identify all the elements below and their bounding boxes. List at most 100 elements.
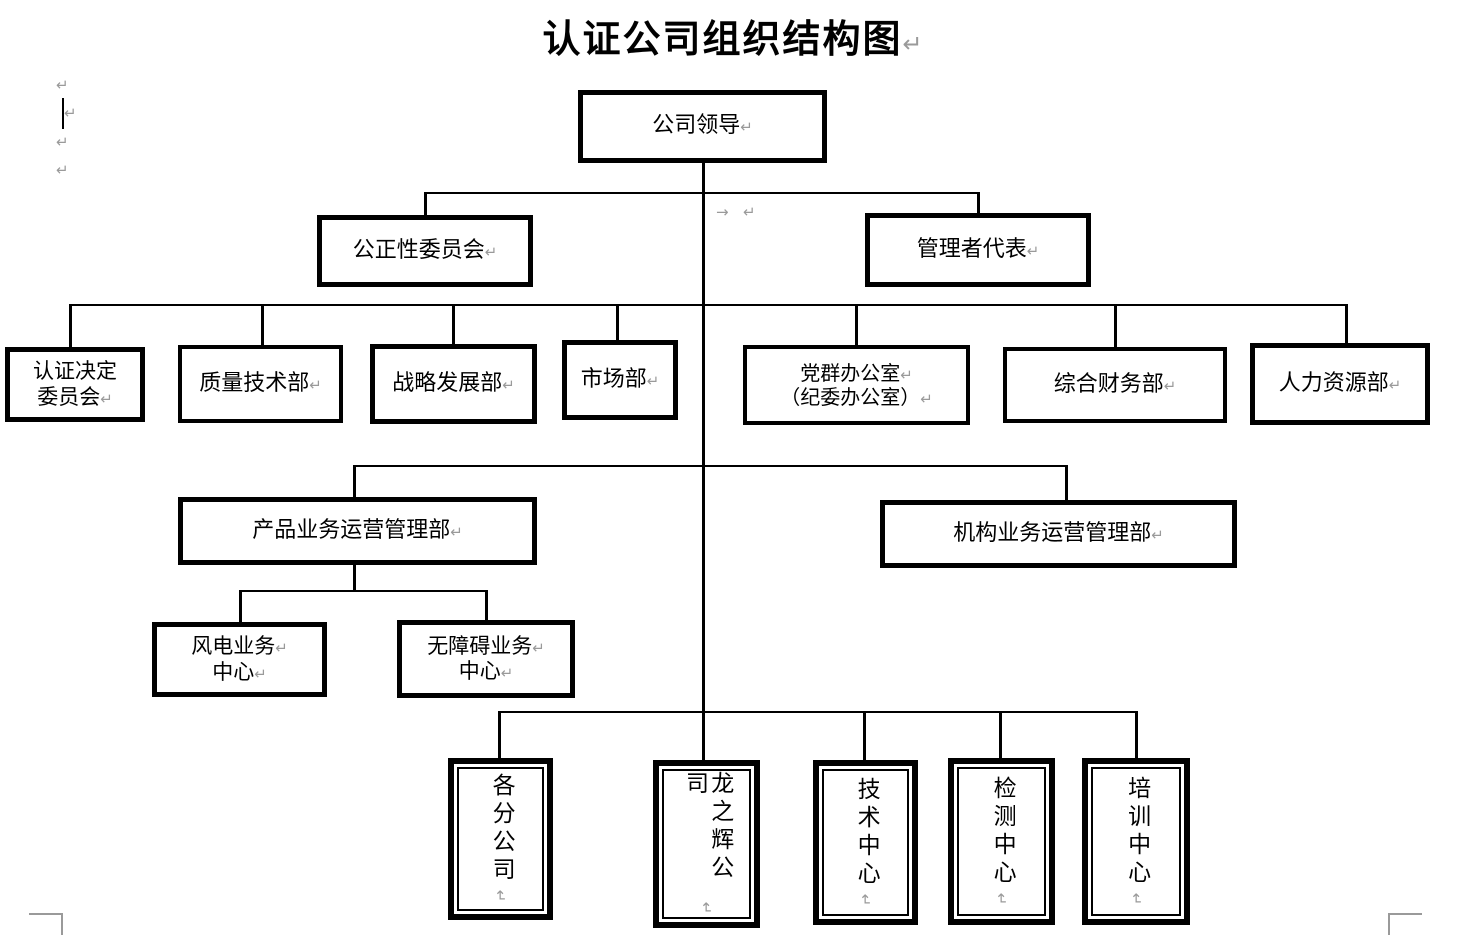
pilcrow-mark: ↵ (1126, 892, 1145, 905)
pilcrow-mark: ↵ (56, 161, 69, 179)
box-label: 检测中心 (989, 775, 1016, 888)
org-box-strategy-development-dept[interactable]: 战略发展部↵ (370, 344, 537, 424)
org-box-marketing-dept[interactable]: 市场部↵ (562, 340, 678, 420)
inner-frame: 各分公司 ↵ (457, 767, 544, 911)
margin-corner-mark (1388, 913, 1390, 935)
connector-stub (1135, 711, 1138, 758)
connector-stub (424, 192, 427, 215)
org-box-company-leadership[interactable]: 公司领导↵ (578, 90, 827, 163)
connector-stub (1065, 465, 1068, 500)
pilcrow-mark: ↵ (920, 390, 933, 408)
page-title: 认证公司组织结构图↵ (0, 8, 1465, 63)
box-label: 培训中心 (1123, 775, 1150, 888)
pilcrow-mark: ↵ (743, 203, 756, 221)
inner-frame: 技术中心 ↵ (822, 769, 909, 916)
connector-stub (498, 711, 501, 758)
tab-mark: → (716, 203, 729, 221)
box-label: 认证决定 (33, 359, 117, 384)
connector-level4-horizontal (354, 465, 1068, 467)
pilcrow-mark: ↵ (254, 664, 267, 683)
org-box-accessibility-center[interactable]: 无障碍业务↵ 中心↵ (397, 620, 575, 698)
org-box-wind-power-center[interactable]: 风电业务↵ 中心↵ (152, 622, 327, 697)
connector-stub (353, 565, 356, 592)
connector-stub (999, 711, 1002, 758)
pilcrow-mark: ↵ (697, 901, 716, 915)
pilcrow-mark: ↵ (275, 639, 288, 658)
org-box-branch-companies[interactable]: 各分公司 ↵ (448, 758, 553, 920)
box-label: （纪委办公室） (780, 385, 921, 409)
box-label: 各分公司 (488, 773, 515, 885)
pilcrow-mark: ↵ (1163, 376, 1177, 395)
connector-stub (239, 590, 242, 622)
connector-stub (616, 304, 619, 340)
pilcrow-mark: ↵ (500, 664, 514, 682)
box-label: 中心 (458, 659, 501, 683)
org-box-management-representative[interactable]: 管理者代表↵ (865, 213, 1091, 287)
pilcrow-mark: ↵ (902, 30, 923, 58)
connector-stub (485, 590, 488, 620)
page-title-text: 认证公司组织结构图 (542, 16, 903, 61)
pilcrow-mark: ↵ (992, 892, 1011, 905)
pilcrow-mark: ↵ (1388, 375, 1402, 394)
margin-corner-mark (29, 913, 63, 915)
connector-stub (1114, 304, 1117, 347)
connector-stub (69, 304, 72, 347)
box-label: 管理者代表 (916, 236, 1027, 262)
box-label: 龙之辉公司 (681, 771, 733, 883)
box-label: 机构业务运营管理部 (953, 520, 1152, 546)
text-cursor (62, 98, 64, 129)
box-label: 中心 (212, 659, 255, 684)
box-label: 风电业务 (191, 634, 276, 659)
org-box-product-business-ops-dept[interactable]: 产品业务运营管理部↵ (178, 497, 537, 565)
pilcrow-mark: ↵ (450, 522, 463, 541)
org-box-general-finance-dept[interactable]: 综合财务部↵ (1003, 347, 1227, 423)
pilcrow-mark: ↵ (1026, 241, 1040, 260)
box-label: 无障碍业务 (427, 633, 533, 658)
pilcrow-mark: ↵ (856, 893, 875, 906)
pilcrow-mark: ↵ (502, 375, 515, 394)
pilcrow-mark: ↵ (100, 389, 113, 408)
box-label: 综合财务部 (1053, 371, 1164, 397)
pilcrow-mark: ↵ (646, 371, 660, 390)
pilcrow-mark: ↵ (309, 375, 322, 394)
connector-stub (452, 304, 455, 344)
connector-stub (353, 465, 356, 497)
box-label: 市场部 (580, 366, 647, 392)
pilcrow-mark: ↵ (1151, 525, 1164, 544)
connector-level5-horizontal (240, 590, 488, 592)
box-label: 人力资源部 (1278, 370, 1389, 396)
org-box-longzhihui-company[interactable]: 龙之辉公司 ↵ (653, 760, 760, 928)
box-label: 委员会 (37, 384, 101, 409)
connector-center-vertical (702, 163, 705, 760)
pilcrow-mark: ↵ (491, 889, 510, 903)
org-box-impartiality-committee[interactable]: 公正性委员会↵ (317, 215, 533, 287)
org-box-cert-decision-committee[interactable]: 认证决定 委员会↵ (5, 347, 145, 422)
connector-stub (977, 192, 980, 213)
box-label: 产品业务运营管理部 (252, 517, 451, 543)
connector-level2-horizontal (425, 192, 980, 194)
connector-stub (863, 711, 866, 760)
org-box-institution-business-ops-dept[interactable]: 机构业务运营管理部↵ (880, 500, 1237, 568)
connector-stub (1345, 304, 1348, 343)
inner-frame: 龙之辉公司 ↵ (662, 769, 751, 919)
org-box-party-mass-office[interactable]: 党群办公室↵ （纪委办公室）↵ (743, 345, 970, 425)
box-label: 战略发展部 (392, 370, 503, 396)
box-label: 质量技术部 (199, 370, 310, 396)
pilcrow-mark: ↵ (740, 118, 753, 137)
box-label: 公司领导 (652, 113, 741, 139)
pilcrow-mark: ↵ (56, 133, 69, 151)
org-box-training-center[interactable]: 培训中心 ↵ (1082, 758, 1190, 925)
pilcrow-mark: ↵ (64, 104, 77, 122)
pilcrow-mark: ↵ (484, 242, 498, 261)
org-box-quality-technology-dept[interactable]: 质量技术部↵ (178, 345, 343, 423)
box-label: 技术中心 (853, 776, 880, 889)
connector-stub (855, 304, 858, 345)
pilcrow-mark: ↵ (56, 76, 69, 94)
org-box-technology-center[interactable]: 技术中心 ↵ (813, 760, 918, 925)
org-box-human-resources-dept[interactable]: 人力资源部↵ (1250, 343, 1430, 425)
inner-frame: 培训中心 ↵ (1091, 767, 1181, 916)
box-label: 公正性委员会 (352, 237, 485, 263)
margin-corner-mark (1388, 913, 1422, 915)
org-box-testing-center[interactable]: 检测中心 ↵ (948, 758, 1055, 925)
